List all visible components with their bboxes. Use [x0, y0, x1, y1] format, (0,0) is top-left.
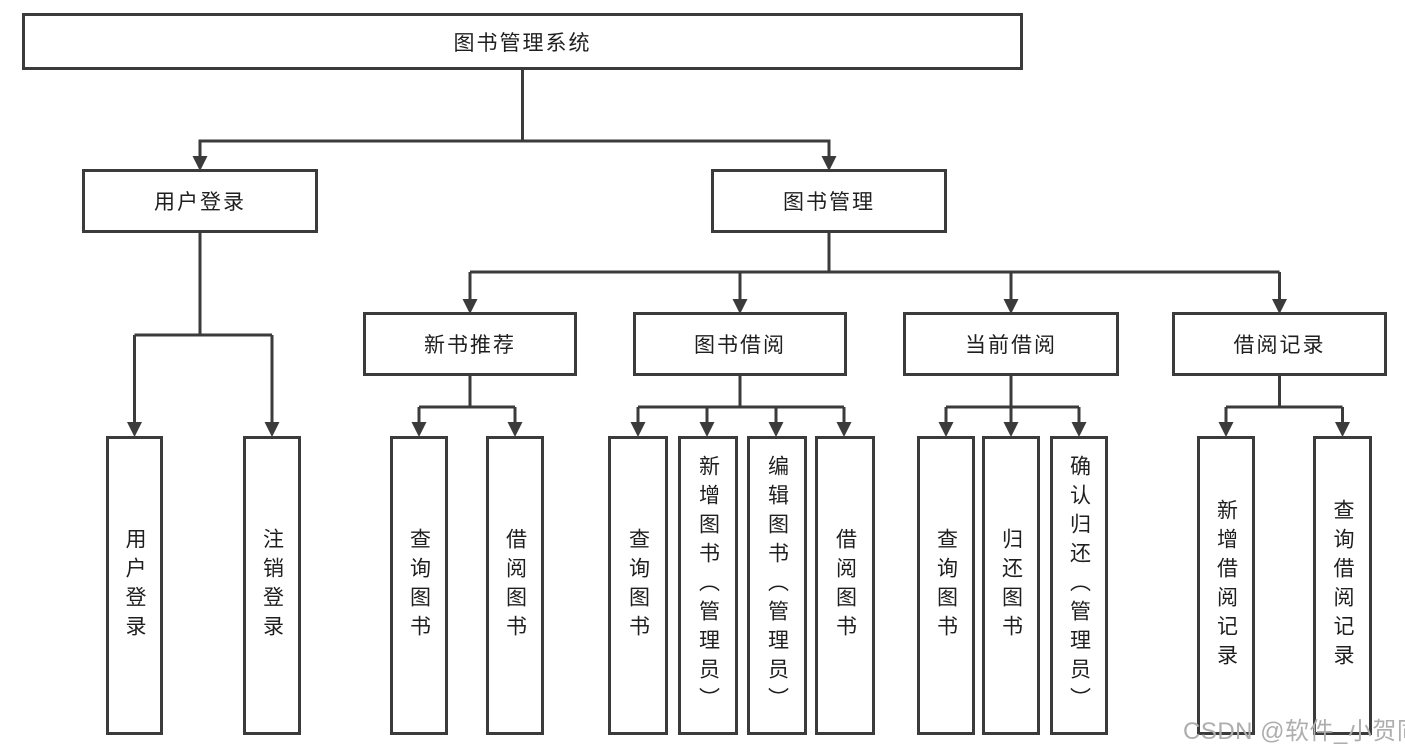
arrow-down-icon [768, 422, 784, 437]
leaf-borrowing-borrow-books: 借阅图书 [815, 436, 875, 735]
leaf-logout: 注销登录 [243, 436, 301, 735]
connector-borrowing-records [1224, 374, 1344, 425]
node-borrowing-records: 借阅记录 [1172, 312, 1387, 376]
arrow-down-icon [1003, 422, 1019, 437]
arrow-down-icon [836, 422, 852, 437]
leaf-user-login: 用户登录 [106, 436, 163, 735]
arrowheads-level3 [462, 299, 1287, 314]
arrow-down-icon [699, 422, 715, 437]
leaf-recommend-borrow-books: 借阅图书 [486, 436, 544, 735]
arrow-down-icon [264, 422, 280, 437]
arrow-down-icon [1071, 422, 1087, 437]
arrow-down-icon [1218, 422, 1234, 437]
leaf-borrowing-query-books: 查询图书 [608, 436, 668, 735]
connector-root-to-level2 [198, 68, 831, 159]
arrow-down-icon [411, 422, 427, 437]
arrowheads-borrowing-records [1218, 422, 1350, 437]
leaf-query-borrow-record: 查询借阅记录 [1313, 436, 1372, 735]
arrow-down-icon [630, 422, 646, 437]
arrowheads-user-login [127, 422, 280, 437]
arrowheads-current-borrowing [938, 422, 1087, 437]
node-library-management-system: 图书管理系统 [22, 13, 1023, 70]
connector-book-borrowing [636, 374, 846, 425]
node-book-management: 图书管理 [711, 169, 947, 233]
arrowheads-new-book-recommendation [411, 422, 523, 437]
arrow-down-icon [507, 422, 523, 437]
connector-current-borrowing [944, 374, 1081, 425]
leaf-edit-books-admin: 编辑图书（管理员） [747, 436, 807, 735]
arrow-down-icon [1335, 422, 1350, 437]
arrow-down-icon [938, 422, 954, 437]
connector-user-login [133, 231, 274, 425]
leaf-add-books-admin: 新增图书（管理员） [678, 436, 738, 735]
watermark: CSDN @软件_小贺同学 [1183, 718, 1405, 745]
arrowheads-book-borrowing [630, 422, 852, 437]
leaf-add-borrow-record: 新增借阅记录 [1197, 436, 1255, 735]
node-current-borrowing: 当前借阅 [903, 312, 1119, 376]
leaf-confirm-return-admin: 确认归还（管理员） [1050, 436, 1108, 735]
arrow-down-icon [127, 422, 142, 437]
leaf-return-books: 归还图书 [982, 436, 1040, 735]
node-new-book-recommendation: 新书推荐 [363, 312, 577, 376]
leaf-recommend-query-books: 查询图书 [390, 436, 448, 735]
connector-book-management [468, 231, 1281, 302]
node-user-login: 用户登录 [82, 169, 318, 233]
connector-new-book-recommendation [417, 374, 517, 425]
leaf-current-query-books: 查询图书 [917, 436, 975, 735]
node-book-borrowing: 图书借阅 [633, 312, 847, 376]
